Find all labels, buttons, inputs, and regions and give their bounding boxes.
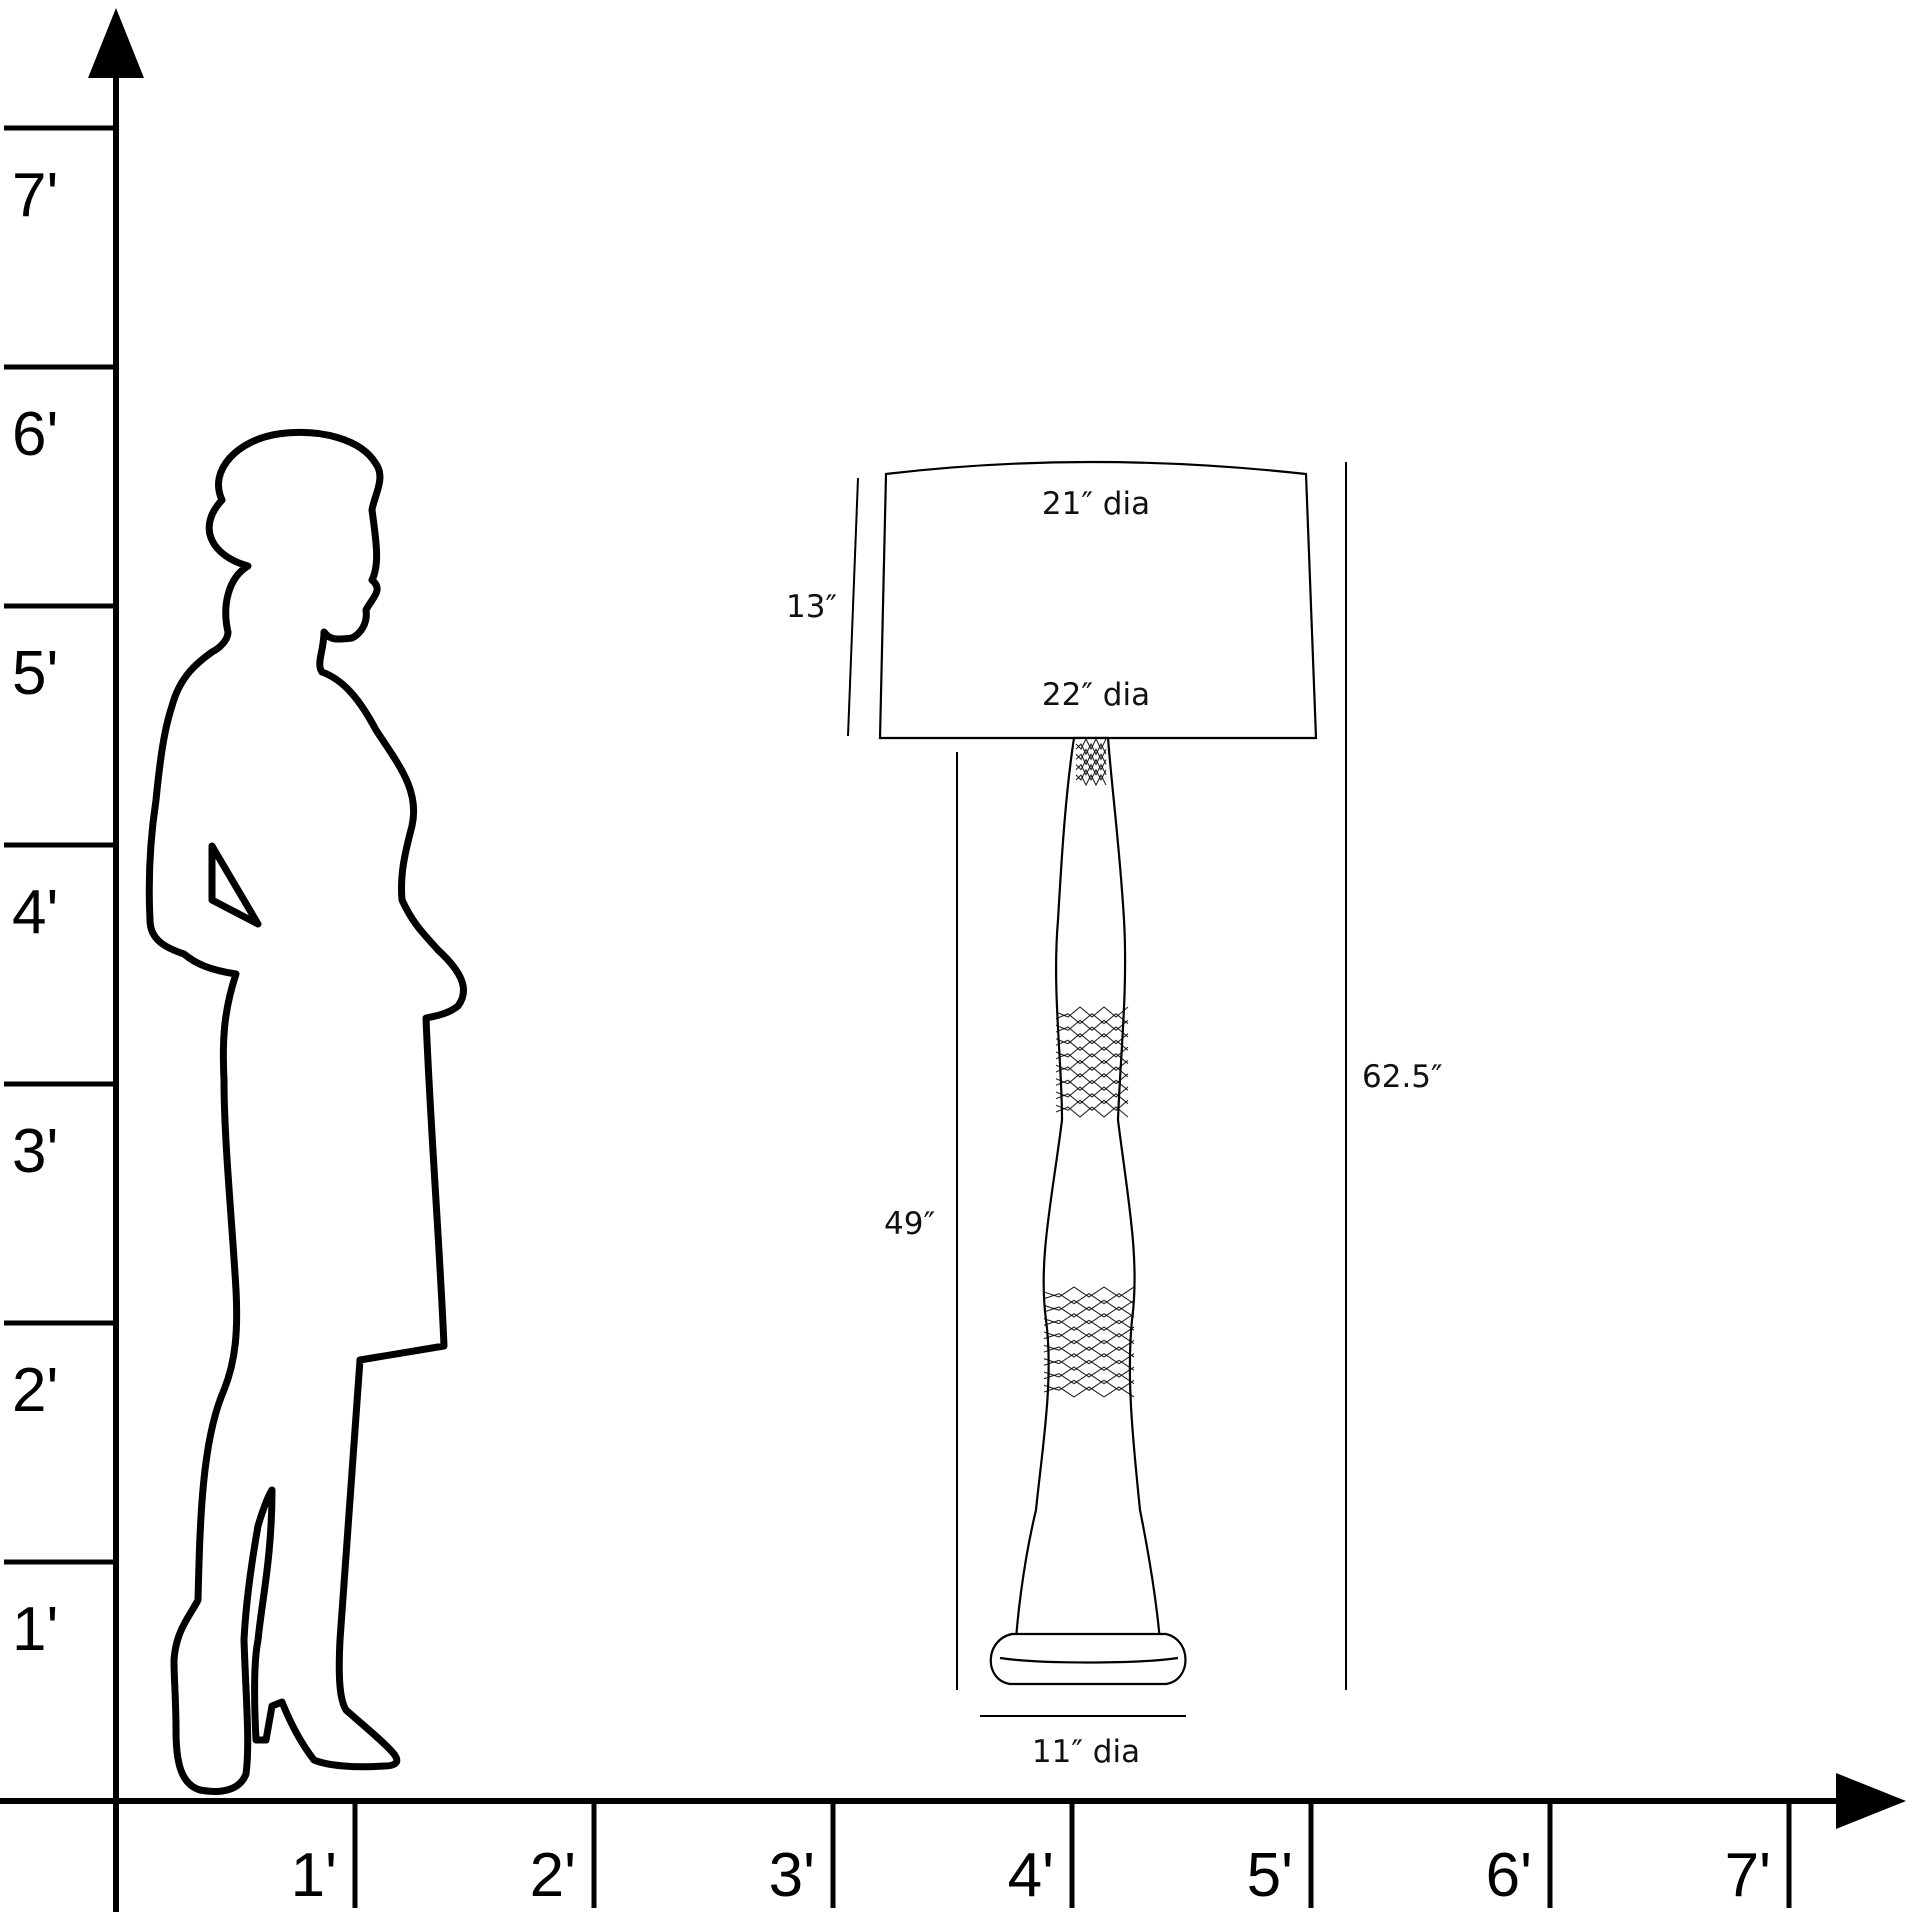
y-axis-tick-label: 5' (12, 639, 58, 708)
shade-top-diameter-label: 21″ dia (1042, 486, 1150, 522)
lamp-body (1012, 736, 1164, 1674)
x-axis-tick-label: 5' (1247, 1841, 1293, 1910)
y-axis-tick-label: 7' (12, 161, 58, 230)
y-axis-tick-label: 4' (12, 878, 58, 947)
lamp-texture (1043, 737, 1135, 1398)
x-axis-tick-label: 6' (1486, 1841, 1532, 1910)
lamp-shade (878, 460, 1318, 740)
y-axis-tick-label: 1' (12, 1595, 58, 1664)
y-axis-tick-label: 3' (12, 1117, 58, 1186)
x-axis-tick-label: 4' (1008, 1841, 1054, 1910)
x-axis-arrow-icon (1836, 1773, 1906, 1829)
y-axis-arrow-icon (88, 8, 144, 78)
x-axis-tick-label: 1' (291, 1841, 337, 1910)
y-axis (4, 8, 144, 1912)
x-axis-tick-label: 7' (1725, 1841, 1771, 1910)
overall-height-label: 62.5″ (1362, 1059, 1443, 1095)
y-axis-tick-label: 6' (12, 400, 58, 469)
y-axis-tick-label: 2' (12, 1356, 58, 1425)
shade-bottom-diameter-label: 22″ dia (1042, 677, 1150, 713)
x-axis-tick-label: 3' (769, 1841, 815, 1910)
x-axis (0, 1773, 1906, 1908)
woman-silhouette-icon (145, 428, 467, 1795)
floor-lamp-icon (878, 460, 1318, 1686)
x-axis-tick-label: 2' (530, 1841, 576, 1910)
base-diameter-label: 11″ dia (1032, 1734, 1140, 1770)
shade-height-label: 13″ (786, 589, 837, 625)
base-height-label: 49″ (884, 1206, 935, 1242)
dimension-lines (847, 462, 1347, 1717)
